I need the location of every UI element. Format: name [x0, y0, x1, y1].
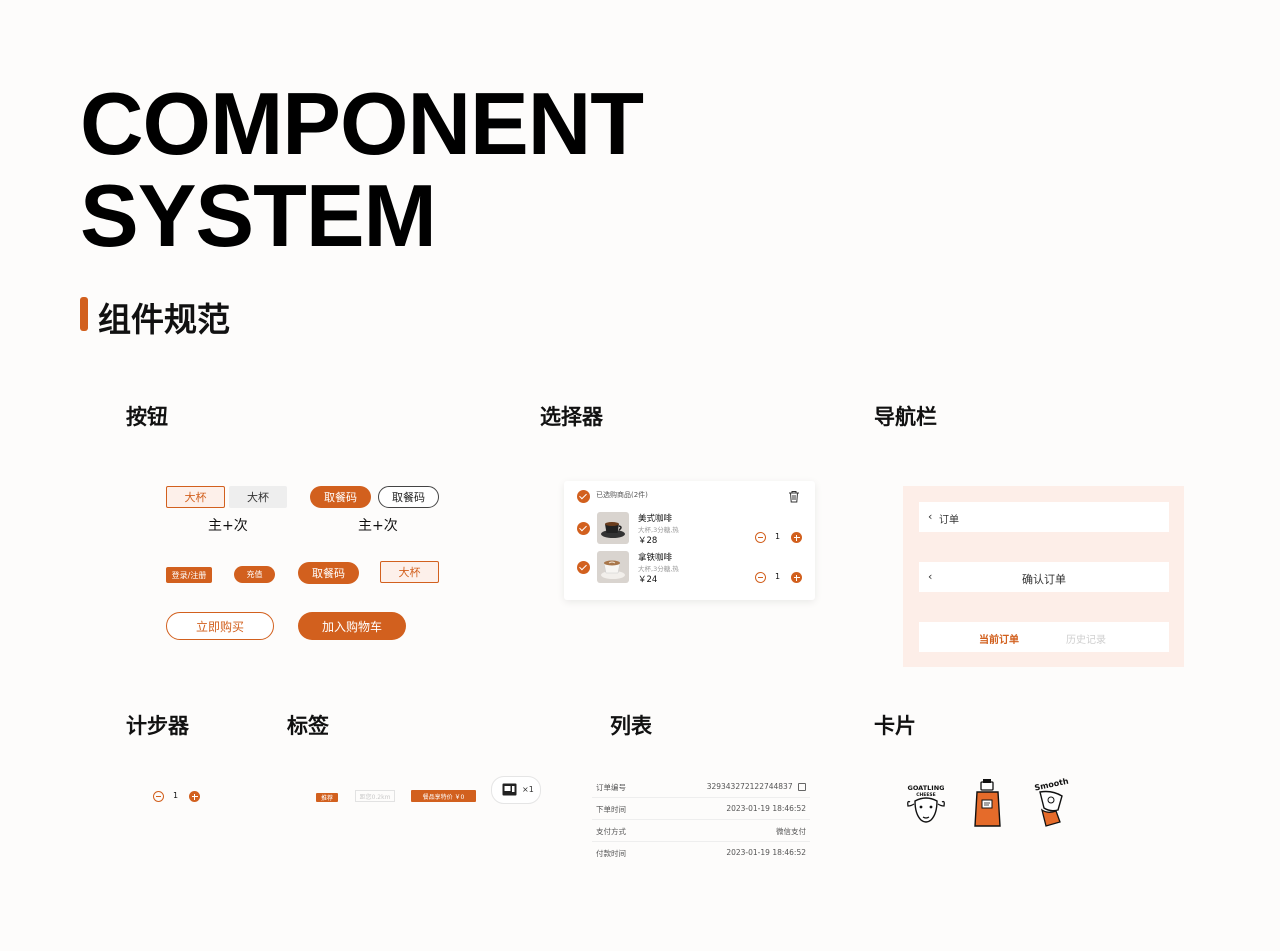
- item-checkbox[interactable]: [577, 561, 590, 574]
- item-price: ￥24: [638, 575, 658, 585]
- list-key: 支付方式: [596, 827, 626, 836]
- list-row-order-time: 下单时间 2023-01-19 18:46:52: [592, 798, 810, 820]
- add-to-cart-button[interactable]: 加入购物车: [298, 612, 406, 640]
- coffee-cup-icon: [601, 522, 625, 538]
- navbar-title-centered: 确认订单: [1022, 573, 1066, 586]
- stepper-value: 1: [173, 791, 179, 800]
- smooth-text: Smooth: [1034, 776, 1070, 792]
- list-value: 329343272122744837: [707, 782, 806, 791]
- list-value: 2023-01-19 18:46:52: [726, 848, 806, 857]
- item-checkbox[interactable]: [577, 522, 590, 535]
- list-row-order-number: 订单编号 329343272122744837: [592, 776, 810, 798]
- list-value: 微信支付: [776, 827, 806, 836]
- item-price: ￥28: [638, 536, 658, 546]
- order-tabs-navbar: 当前订单 历史记录: [919, 622, 1169, 652]
- size-small-button[interactable]: 大杯: [380, 561, 439, 583]
- section-title-list: 列表: [610, 714, 652, 738]
- size-large-selected-button[interactable]: 大杯: [166, 486, 225, 508]
- decrease-quantity-button[interactable]: [755, 532, 766, 543]
- navbar-title: 订单: [939, 515, 959, 526]
- tab-history[interactable]: 历史记录: [1066, 635, 1106, 646]
- coupon-count: ×1: [522, 785, 534, 794]
- select-all-checkbox[interactable]: [577, 490, 590, 503]
- hero-line-1: COMPONENT: [80, 74, 644, 173]
- increase-quantity-button[interactable]: [791, 572, 802, 583]
- selector-card: 已选购商品(2件) 美式咖啡 大杯,3分糖,热 ￥28 1 拿铁咖啡 大杯,3分…: [564, 481, 815, 600]
- list-key: 付款时间: [596, 849, 626, 858]
- coupon-count-tag: ×1: [491, 776, 541, 804]
- goat-cheese-sticker[interactable]: GOATLING CHEESE: [903, 780, 949, 826]
- login-register-button[interactable]: 登录/注册: [166, 567, 212, 583]
- stepper-decrease-button[interactable]: [153, 791, 164, 802]
- buy-now-button[interactable]: 立即购买: [166, 612, 274, 640]
- size-large-button[interactable]: 大杯: [229, 486, 287, 508]
- order-navbar: ‹ 订单: [919, 502, 1169, 532]
- list-key: 下单时间: [596, 805, 626, 814]
- item-quantity: 1: [775, 572, 781, 581]
- latte-cup-icon: [601, 560, 625, 579]
- section-title-tags: 标签: [287, 714, 329, 738]
- item-name: 拿铁咖啡: [638, 553, 673, 563]
- increase-quantity-button[interactable]: [791, 532, 802, 543]
- list-key: 订单编号: [596, 783, 626, 792]
- item-name: 美式咖啡: [638, 514, 673, 524]
- section-title-cards: 卡片: [874, 714, 916, 738]
- list-row-payment-time: 付款时间 2023-01-19 18:46:52: [592, 842, 810, 863]
- goat-text-1: GOATLING: [908, 784, 945, 792]
- section-title-buttons: 按钮: [126, 405, 168, 429]
- subtitle-accent-bar: [80, 297, 88, 331]
- copy-icon[interactable]: [798, 783, 806, 791]
- cup-sticker[interactable]: [970, 778, 1006, 830]
- chevron-left-icon[interactable]: ‹: [928, 510, 933, 523]
- stepper-increase-button[interactable]: [189, 791, 200, 802]
- section-title-stepper: 计步器: [126, 714, 189, 738]
- hero-line-2: SYSTEM: [80, 166, 437, 265]
- goat-text-2: CHEESE: [916, 792, 936, 798]
- item-spec: 大杯,3分糖,热: [638, 526, 679, 534]
- recommend-tag: 推荐: [316, 793, 338, 802]
- item-spec: 大杯,3分糖,热: [638, 565, 679, 573]
- list-row-payment-method: 支付方式 微信支付: [592, 820, 810, 842]
- latte-thumbnail: [597, 551, 629, 583]
- tab-current-orders[interactable]: 当前订单: [979, 635, 1019, 646]
- recharge-button[interactable]: 充值: [234, 566, 275, 583]
- trash-icon[interactable]: [788, 490, 800, 503]
- pickup-code-outline-button[interactable]: 取餐码: [378, 486, 439, 508]
- ticket-icon: [502, 783, 517, 796]
- primary-secondary-caption-2: 主+次: [358, 518, 398, 534]
- hero-title: COMPONENT SYSTEM: [80, 74, 644, 265]
- selected-count-label: 已选购商品(2件): [596, 491, 648, 499]
- section-title-selector: 选择器: [540, 405, 603, 429]
- order-number-value: 329343272122744837: [706, 782, 793, 791]
- primary-secondary-caption: 主+次: [208, 518, 248, 534]
- pickup-code-filled-button[interactable]: 取餐码: [310, 486, 371, 508]
- promo-price-tag: 餐品享特价 ￥0: [411, 790, 476, 802]
- distance-tag: 距您0.2km: [355, 790, 395, 802]
- smooth-hand-sticker[interactable]: Smooth: [1030, 776, 1074, 828]
- list-value: 2023-01-19 18:46:52: [726, 804, 806, 813]
- pickup-code-small-button[interactable]: 取餐码: [298, 562, 359, 584]
- confirm-order-navbar: ‹ 确认订单: [919, 562, 1169, 592]
- chevron-left-icon[interactable]: ‹: [928, 570, 933, 583]
- section-title-navbar: 导航栏: [874, 405, 937, 429]
- americano-thumbnail: [597, 512, 629, 544]
- item-quantity: 1: [775, 532, 781, 541]
- page-subtitle: 组件规范: [98, 300, 230, 339]
- decrease-quantity-button[interactable]: [755, 572, 766, 583]
